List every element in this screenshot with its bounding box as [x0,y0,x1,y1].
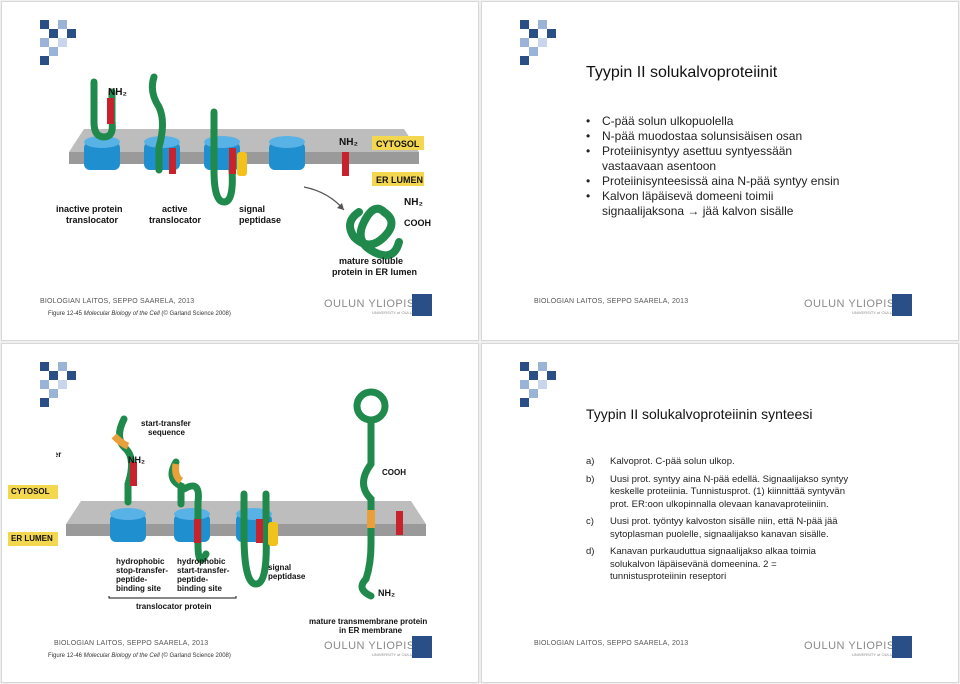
step-text: Uusi prot. työntyy kalvoston sisälle nii… [610,516,838,540]
translocator-4 [269,136,305,170]
oulu-logo-squares [520,362,556,407]
university-name: OULUN YLIOPISTO [324,640,431,652]
steps-list: a) Kalvoprot. C-pää solun ulkop. b) Uusi p… [586,456,851,589]
hydrophobic-start-label-2: start-transfer- [177,566,230,575]
oulu-logo-squares [520,20,556,65]
university-icon [892,636,912,658]
mature-label-2: in ER membrane [339,626,403,635]
hydrophobic-stop-label-3: peptide- [116,575,147,584]
university-sub: UNIVERSITY of OULU [852,310,893,315]
step-label: a) [586,456,595,467]
step-text: Kalvoprot. C-pää solun ulkop. [610,456,735,467]
hydrophobic-start-label-3: peptide- [177,575,208,584]
signal-label-1: signal [268,563,291,572]
er-lumen-box: ER LUMEN [8,532,58,546]
translocator-1 [110,508,146,542]
inactive-label-line-1: inactive protein [56,204,123,214]
er-lumen-box [372,172,424,186]
cytosol-label: CYTOSOL [376,139,420,149]
step-label: d) [586,546,595,557]
translocator-1 [84,136,120,170]
university-name: OULUN YLIOPISTO [804,640,911,652]
nh2-mature-label: NH₂ [404,197,423,208]
translocator-2 [174,508,210,542]
footer-department: BIOLOGIAN LAITOS, SEPPO SAARELA, 2013 [40,298,195,305]
cooh-label: COOH [404,218,431,228]
nh2-label-left: NH₂ [108,87,127,98]
signal-label-line-1: signal [239,204,265,214]
cytosol-box [372,136,424,150]
slide-title: Tyypin II solukalvoproteiinin synteesi [586,406,813,422]
nh2-top-label: NH₂ [128,455,145,465]
slide-4: Tyypin II solukalvoproteiinin synteesi a… [481,343,959,683]
oulu-logo-squares [40,362,76,407]
bullet-list: C-pää solun ulkopuolella N-pää muodostaa… [586,114,856,219]
bullet-item: C-pää solun ulkopuolella [586,114,856,129]
footer-department: BIOLOGIAN LAITOS, SEPPO SAARELA, 2013 [54,640,209,647]
start-transfer-label-1: start-transfer [141,419,191,428]
university-icon [412,294,432,316]
start-transfer-label-2: sequence [148,428,185,437]
university-name: OULUN YLIOPISTO [804,298,911,310]
university-logo: OULUN YLIOPISTO UNIVERSITY of OULU [324,636,444,662]
figure-caption: Figure 12-45 Molecular Biology of the Ce… [48,311,231,317]
active-label-line-1: active [162,204,188,214]
stop-transfer-label-1: stop-transfer [56,450,61,459]
figure-12-46: start-transfer sequence stop-transfer se… [56,388,427,635]
hydrophobic-stop-label-4: binding site [116,584,161,593]
step-item: a) Kalvoprot. C-pää solun ulkop. [586,456,851,469]
hydrophobic-stop-label-1: hydrophobic [116,557,165,566]
hydrophobic-stop-label-2: stop-transfer- [116,566,168,575]
step-label: c) [586,516,594,527]
footer-department: BIOLOGIAN LAITOS, SEPPO SAARELA, 2013 [534,640,689,647]
cooh-label: COOH [382,468,406,477]
bullet-item: Proteiinisyntyy asettuu syntyessään vast… [586,144,856,174]
bullet-item: Kalvon läpäisevä domeeni toimii signaali… [586,189,856,219]
step-text: Uusi prot. syntyy aina N-pää edellä. Sig… [610,473,849,510]
inactive-label-line-2: translocator [66,215,119,225]
slide-3: start-transfer sequence stop-transfer se… [1,343,479,683]
university-logo: OULUN YLIOPISTO UNIVERSITY of OULU [804,636,924,662]
nh2-label-right: NH₂ [339,137,358,148]
step-item: c) Uusi prot. työntyy kalvoston sisälle n… [586,516,851,541]
university-icon [892,294,912,316]
figure-12-45: NH₂ NH₂ CYTOSOL ER LUMEN NH₂ COOH inacti… [56,73,431,277]
university-sub: UNIVERSITY of OULU [372,310,413,315]
step-label: b) [586,473,595,485]
signal-label-line-2: peptidase [239,215,281,225]
hydrophobic-start-label-4: binding site [177,584,222,593]
step-item: d) Kanavan purkauduttua signaalijakso alk… [586,546,851,584]
step-item: b) Uusi prot. syntyy aina N-pää edellä. S… [586,474,851,512]
university-icon [412,636,432,658]
step-text: Kanavan purkauduttua signaalijakso alkaa… [610,546,816,582]
university-sub: UNIVERSITY of OULU [372,652,413,657]
signal-label-2: peptidase [268,572,306,581]
cytosol-box: CYTOSOL [8,485,58,499]
university-sub: UNIVERSITY of OULU [852,652,893,657]
er-lumen-label: ER LUMEN [376,175,423,185]
mature-label-line-2: protein in ER lumen [332,267,417,277]
footer-department: BIOLOGIAN LAITOS, SEPPO SAARELA, 2013 [534,298,689,305]
active-label-line-2: translocator [149,215,202,225]
university-logo: OULUN YLIOPISTO UNIVERSITY of OULU [324,294,444,320]
bullet-item: Proteiinisynteesissä aina N-pää syntyy e… [586,174,856,189]
mature-label-1: mature transmembrane protein [309,617,427,626]
hydrophobic-start-label-1: hydrophobic [177,557,226,566]
slide-2: Tyypin II solukalvoproteiinit C-pää solu… [481,1,959,341]
figure-caption: Figure 12-46 Molecular Biology of the Ce… [48,653,231,659]
translocator-label: translocator protein [136,602,212,611]
bullet-item: N-pää muodostaa solunsisäisen osan [586,129,856,144]
university-logo: OULUN YLIOPISTO UNIVERSITY of OULU [804,294,924,320]
slide-1: NH₂ NH₂ CYTOSOL ER LUMEN NH₂ COOH inacti… [1,1,479,341]
mature-label-line-1: mature soluble [339,256,403,266]
slide-title: Tyypin II solukalvoproteiinit [586,64,778,81]
nh2-bottom-label: NH₂ [378,588,395,598]
university-name: OULUN YLIOPISTO [324,298,431,310]
oulu-logo-squares [40,20,76,65]
